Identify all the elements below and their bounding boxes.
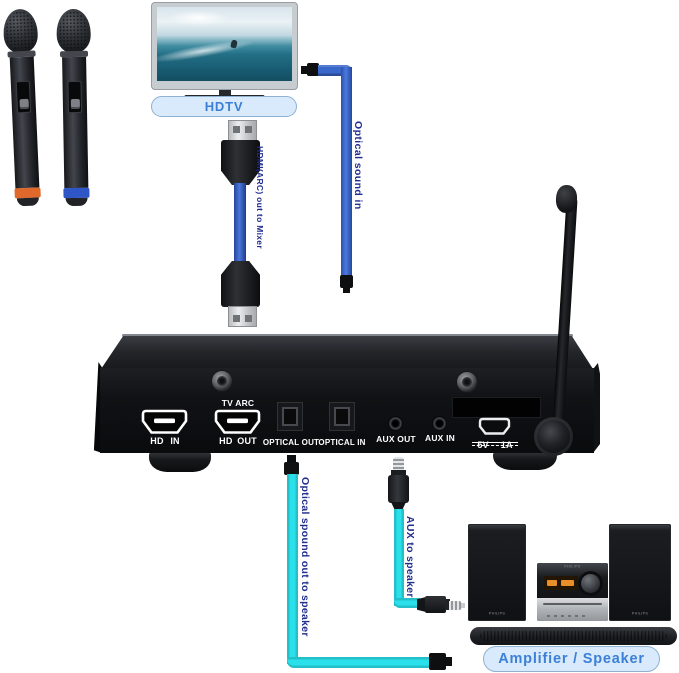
screw-right	[456, 371, 478, 393]
optical-out-cable-vertical	[287, 474, 298, 664]
wireless-microphone-right	[55, 8, 95, 212]
receiver-top-face	[101, 336, 593, 369]
speaker-right: PHILIPS	[609, 524, 671, 621]
usb-contact	[233, 315, 240, 322]
aux-cable-horizontal	[394, 598, 420, 608]
wave-foam	[157, 36, 258, 67]
mic-power-button	[19, 98, 29, 110]
button-row	[547, 614, 589, 617]
usb-contact	[233, 126, 240, 133]
usb-plug-body-top	[221, 140, 260, 185]
usb-plug-body-bottom	[221, 261, 260, 307]
speaker-brand: PHILIPS	[488, 612, 506, 616]
display-glow	[561, 580, 574, 586]
aux-plug-tip-top	[393, 457, 404, 472]
power-label: 5V 1A	[472, 440, 518, 450]
optical-in-cable-label: Optical sound in	[352, 121, 364, 210]
aux-plug-collar-top	[391, 470, 406, 476]
optical-out-cable-label: Optical spound out to speaker	[299, 477, 311, 637]
aux-plug-taper-top	[391, 502, 406, 510]
speaker-brand: PHILIPS	[631, 612, 649, 616]
aux-plug-taper-right	[417, 597, 426, 612]
aux-out-jack	[388, 416, 403, 431]
screw-left	[211, 370, 233, 392]
hdmi-arc-cable-label: HDMI(ARC) out to Mixer	[255, 146, 265, 249]
stereo-brand: PHILIPS	[564, 565, 581, 569]
hdmi-port-hd-out	[214, 409, 261, 435]
antenna-base-joint	[534, 417, 573, 456]
speaker-left: PHILIPS	[468, 524, 526, 621]
usb-contact	[245, 315, 252, 322]
aux-in-label: AUX IN	[424, 433, 455, 443]
aux-plug-collar-right	[445, 599, 450, 610]
aux-out-label: AUX OUT	[376, 434, 416, 444]
hd-out-label: HD OUT	[219, 436, 257, 446]
mic-grille	[2, 8, 39, 54]
amplifier-label: Amplifier / Speaker	[498, 651, 645, 667]
mic-bottom-cap	[16, 197, 40, 207]
mic-body	[62, 56, 89, 189]
soundbar	[470, 627, 677, 645]
toslink-port-optical-in	[329, 402, 355, 431]
mic-body	[9, 56, 40, 189]
optical-out-connector-body	[284, 462, 299, 475]
hdmi-port-hd-in	[141, 409, 188, 435]
amplifier-pill: Amplifier / Speaker	[483, 646, 660, 672]
hd-in-label: HD IN	[150, 436, 180, 446]
optical-out-label: OPTICAL OUT	[262, 438, 320, 447]
wireless-microphone-left	[2, 8, 47, 211]
toslink-port-optical-out	[277, 402, 303, 431]
receiver-left-edge	[93, 362, 102, 453]
optical-in-cable-end-tip	[343, 287, 350, 293]
volume-knob	[578, 571, 603, 596]
cloud	[167, 9, 229, 27]
receiver-foot-left	[149, 450, 211, 472]
dc-symbol	[472, 441, 518, 449]
aux-plug-body-right	[425, 596, 446, 613]
aux-plug-nub	[461, 603, 465, 608]
optical-out-cable-horizontal	[287, 657, 432, 668]
aux-plug-tip-right	[449, 601, 462, 610]
mic-color-band-blue	[63, 187, 90, 199]
tv-screen	[157, 7, 292, 81]
receiver-foot-right	[493, 450, 557, 470]
aux-cable-vertical	[394, 509, 404, 606]
label-recess	[452, 397, 541, 418]
receiver-right-edge	[593, 363, 600, 453]
optical-in-cable-end-body	[340, 275, 353, 288]
optical-in-connector-tip	[301, 66, 308, 74]
micro-usb-port	[478, 417, 511, 436]
usb-plug-metal-bottom	[228, 306, 257, 327]
hdtv-pill: HDTV	[151, 96, 297, 117]
stereo-main-unit: PHILIPS	[537, 563, 608, 621]
usb-plug-metal-top	[228, 120, 257, 141]
optical-out-cable-end-body	[429, 653, 446, 670]
stereo-display	[544, 576, 578, 590]
optical-in-connector-body	[307, 63, 319, 76]
hdtv-label: HDTV	[204, 99, 244, 114]
tv	[151, 2, 298, 90]
hdmi-cable-segment	[234, 183, 246, 263]
optical-in-cable-vertical	[341, 67, 352, 278]
optical-out-connector-tip	[287, 455, 296, 463]
stereo-unit-bottom	[537, 598, 608, 621]
soundbar-grille	[480, 631, 667, 641]
aux-plug-body-top	[388, 475, 409, 503]
mic-grille	[56, 8, 92, 54]
cd-slot	[543, 603, 602, 605]
aux-in-jack	[432, 416, 447, 431]
tv-arc-label: TV ARC	[221, 398, 255, 408]
stereo-unit-top: PHILIPS	[537, 563, 608, 598]
tv-stand-neck	[219, 90, 231, 96]
display-glow	[547, 580, 557, 586]
mic-bottom-cap	[65, 197, 88, 207]
aux-cable-label: AUX to speaker	[404, 516, 416, 598]
optical-in-cable-horizontal	[318, 65, 352, 76]
receiver-top-rim	[122, 334, 573, 337]
usb-contact	[245, 126, 252, 133]
optical-out-cable-end-tip	[445, 657, 452, 666]
optical-in-label: OPTICAL IN	[318, 438, 366, 447]
mic-power-button	[70, 98, 80, 110]
